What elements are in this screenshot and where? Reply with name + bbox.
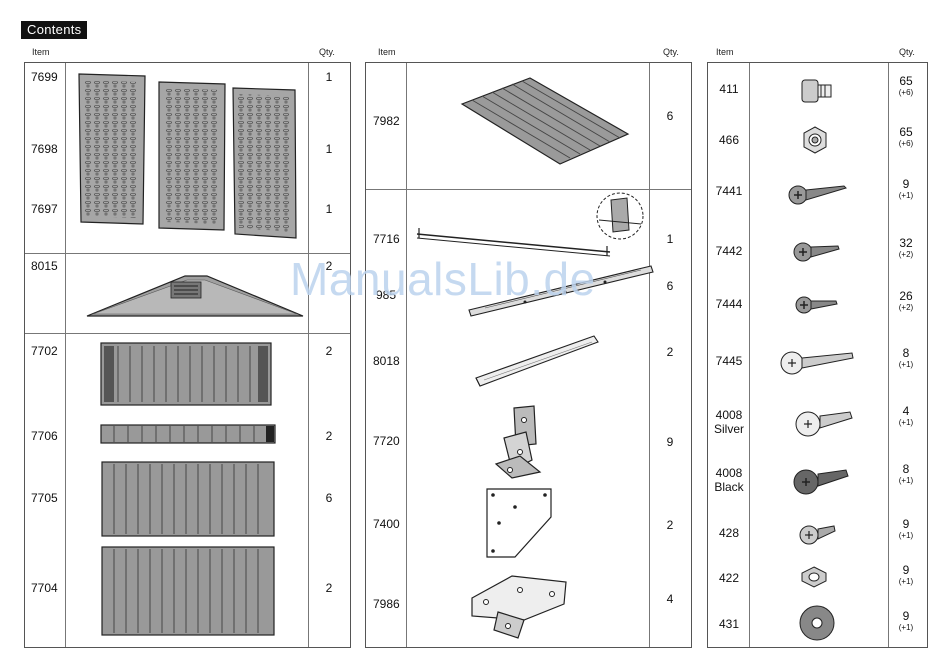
screw-4008-black-icon	[793, 469, 849, 495]
item-qty: 2	[325, 581, 333, 595]
screw-7445-icon	[780, 351, 854, 375]
item-qty: 2	[325, 344, 333, 358]
wall-panels-image	[78, 73, 297, 239]
item-code: 428	[718, 526, 740, 540]
item-code: 7699	[31, 70, 58, 84]
item-code: 7704	[31, 581, 58, 595]
item-header-2: Item	[378, 47, 396, 57]
qty-header-3: Qty.	[899, 47, 915, 57]
item-code: 7442	[715, 244, 743, 258]
item-qty: 6	[666, 279, 674, 293]
item-qty: 4(+1)	[898, 404, 914, 427]
panel-7704-image	[101, 546, 275, 636]
item-qty: 9(+1)	[898, 517, 914, 540]
item-qty: 65(+6)	[898, 74, 914, 97]
item-qty: 1	[666, 232, 674, 246]
screw-7442-icon	[793, 242, 840, 262]
ridge-beam-image	[416, 192, 644, 257]
item-qty: 6	[325, 491, 333, 505]
item-code: 7986	[373, 597, 400, 611]
item-qty: 9(+1)	[898, 609, 914, 632]
item-qty: 65(+6)	[898, 125, 914, 148]
item-code: 411	[719, 82, 739, 96]
item-qty: 8(+1)	[898, 462, 914, 485]
item-code: 7441	[715, 184, 743, 198]
plate-7400-image	[486, 488, 552, 558]
item-code: 422	[718, 571, 740, 585]
item-code: 8018	[373, 354, 400, 368]
item-code: 7400	[373, 517, 400, 531]
beam-985-image	[468, 265, 654, 317]
item-qty: 1	[325, 142, 333, 156]
item-header-1: Item	[32, 47, 50, 57]
contents-panel-2	[365, 62, 692, 648]
panel-7705-image	[101, 461, 275, 537]
beam-8018-image	[475, 335, 599, 387]
item-qty: 9	[666, 435, 674, 449]
item-code: 7705	[31, 491, 58, 505]
item-code: 431	[718, 617, 740, 631]
screw-4008-silver-icon	[795, 411, 853, 437]
item-code: 8015	[31, 259, 58, 273]
item-code: 7702	[31, 344, 58, 358]
item-qty: 6	[666, 109, 674, 123]
item-code: 466	[718, 133, 740, 147]
item-qty: 2	[325, 429, 333, 443]
item-qty: 2	[666, 345, 674, 359]
item-qty: 8(+1)	[898, 346, 914, 369]
panel-7706-image	[100, 424, 276, 444]
hex-nut-422-icon	[801, 566, 827, 588]
gable-image	[86, 275, 304, 317]
item-qty: 4	[666, 592, 674, 606]
roof-panel-image	[460, 77, 630, 165]
square-nut-screw-icon	[801, 79, 832, 103]
item-qty: 1	[325, 70, 333, 84]
item-code: 7716	[373, 232, 400, 246]
item-code: 7697	[31, 202, 58, 216]
item-code: 7706	[31, 429, 58, 443]
qty-header-1: Qty.	[319, 47, 335, 57]
screw-428-icon	[799, 525, 836, 545]
flange-nut-icon	[803, 126, 827, 154]
screw-7441-icon	[788, 185, 847, 205]
item-header-3: Item	[716, 47, 734, 57]
item-qty: 26(+2)	[898, 289, 914, 312]
item-code: 7444	[715, 297, 743, 311]
item-qty: 9(+1)	[898, 563, 914, 586]
item-qty: 9(+1)	[898, 177, 914, 200]
contents-panel-3	[707, 62, 928, 648]
item-code: 985	[376, 288, 397, 302]
contents-panel-1	[24, 62, 351, 648]
item-qty: 1	[325, 202, 333, 216]
page-title: Contents	[21, 21, 88, 39]
item-code: 7982	[373, 114, 400, 128]
item-code: 7445	[715, 354, 743, 368]
item-qty: 2	[666, 518, 674, 532]
watermark: ManualsLib.de	[290, 253, 596, 305]
bracket-7720-image	[494, 405, 542, 479]
washer-431-icon	[799, 605, 835, 641]
bracket-7986-image	[471, 575, 567, 639]
item-code: 7720	[373, 434, 400, 448]
item-qty: 2	[325, 259, 333, 273]
screw-7444-icon	[795, 296, 838, 314]
panel-7702-image	[100, 342, 272, 406]
item-code: 7698	[31, 142, 58, 156]
qty-header-2: Qty.	[663, 47, 679, 57]
item-qty: 32(+2)	[898, 236, 914, 259]
